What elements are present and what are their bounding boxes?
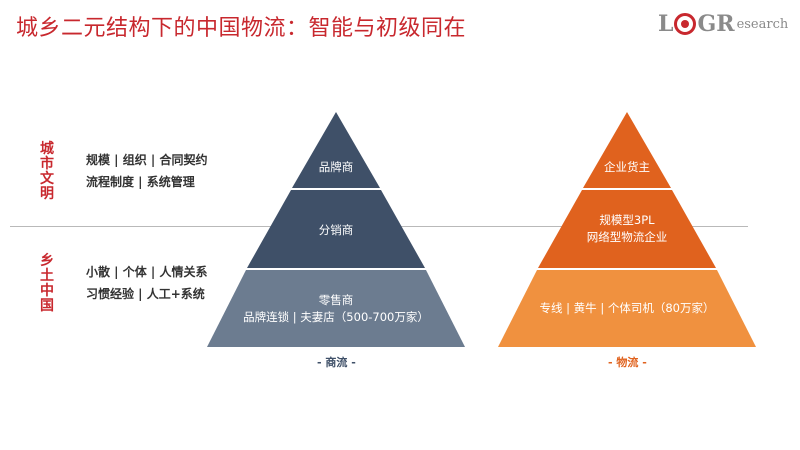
logo-letter-g: G bbox=[697, 11, 717, 37]
commerce-bottom-label: 零售商 品牌连锁 | 夫妻店（500-700万家） bbox=[226, 292, 446, 326]
logistics-tier-bottom bbox=[498, 270, 756, 347]
logistics-bottom-label: 专线 | 黄牛 | 个体司机（80万家） bbox=[539, 301, 715, 315]
urban-desc-line-1: 规模 | 组织 | 合同契约 bbox=[86, 153, 208, 167]
commerce-bottom-line-1: 零售商 bbox=[318, 293, 354, 307]
urban-section-label: 城市文明 bbox=[40, 141, 54, 202]
rural-desc-line-1: 小散 | 个体 | 人情关系 bbox=[86, 265, 208, 279]
rural-section-label: 乡土中国 bbox=[40, 253, 54, 314]
logistics-top-label: 企业货主 bbox=[604, 160, 650, 174]
logo-letter-r: R bbox=[716, 11, 735, 37]
commerce-middle-label: 分销商 bbox=[318, 223, 354, 237]
logo: L G R esearch bbox=[658, 8, 790, 40]
urban-desc-line-2: 流程制度 | 系统管理 bbox=[86, 175, 195, 189]
rural-desc-line-2: 习惯经验 | 人工+系统 bbox=[86, 287, 205, 301]
commerce-top-label: 品牌商 bbox=[318, 160, 354, 174]
logistics-tier-middle bbox=[538, 190, 716, 268]
logo-suffix: esearch bbox=[736, 16, 789, 32]
commerce-tier-bottom bbox=[207, 270, 465, 347]
commerce-caption: - 商流 - bbox=[317, 356, 356, 369]
logistics-middle-line-1: 规模型3PL bbox=[599, 213, 655, 227]
rural-description: 小散 | 个体 | 人情关系 习惯经验 | 人工+系统 bbox=[86, 261, 207, 305]
logistics-middle-line-2: 网络型物流企业 bbox=[586, 230, 668, 244]
commerce-tier-middle bbox=[247, 190, 425, 268]
logo-letter-l: L bbox=[658, 11, 674, 37]
commerce-bottom-line-2: 品牌连锁 | 夫妻店（500-700万家） bbox=[243, 310, 429, 324]
logo-ring-icon bbox=[674, 13, 697, 35]
logistics-tier-top bbox=[583, 112, 671, 188]
urban-description: 规模 | 组织 | 合同契约 流程制度 | 系统管理 bbox=[86, 149, 207, 193]
logistics-caption: - 物流 - bbox=[608, 356, 647, 369]
page-title: 城乡二元结构下的中国物流：智能与初级同在 bbox=[16, 16, 467, 41]
commerce-tier-top bbox=[292, 112, 380, 188]
logistics-middle-label: 规模型3PL 网络型物流企业 bbox=[567, 212, 687, 246]
